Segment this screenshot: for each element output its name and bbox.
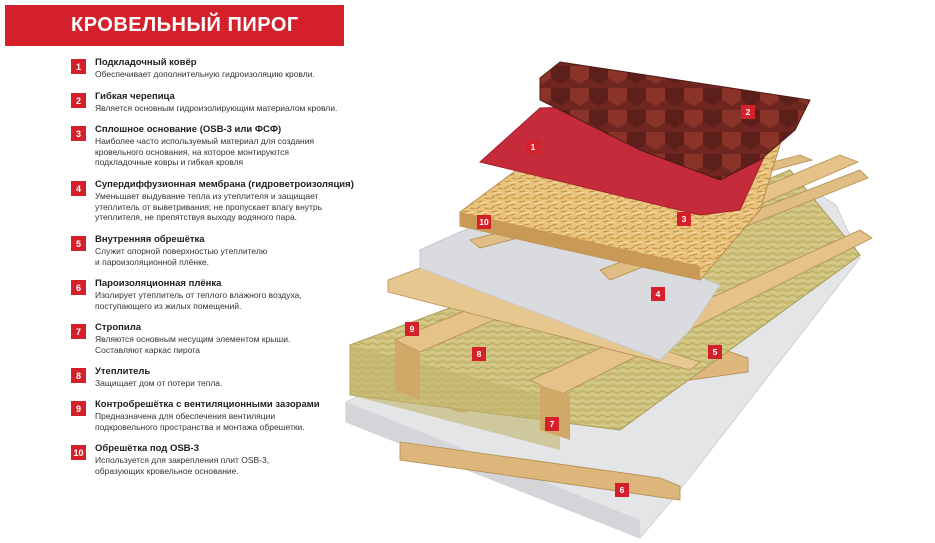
diagram-tag: 5 bbox=[708, 345, 722, 359]
number-badge: 10 bbox=[71, 445, 86, 460]
legend-desc: Уменьшает выдувание тепла из утеплителя … bbox=[95, 191, 323, 222]
legend-desc: Служит опорной поверхностью утеплителю и… bbox=[95, 246, 268, 267]
diagram-tag: 8 bbox=[472, 347, 486, 361]
legend-title: Внутренняя обрешётка bbox=[95, 234, 205, 245]
rafter bbox=[395, 340, 420, 400]
number-badge: 1 bbox=[71, 59, 86, 74]
legend-title: Утеплитель bbox=[95, 366, 151, 377]
legend-title: Супердиффузионная мембрана (гидроветроиз… bbox=[95, 179, 354, 190]
legend-title: Стропила bbox=[95, 322, 142, 333]
legend-title: Гибкая черепица bbox=[95, 91, 175, 102]
diagram-tag: 7 bbox=[545, 417, 559, 431]
number-badge: 6 bbox=[71, 280, 86, 295]
number-badge: 8 bbox=[71, 368, 86, 383]
legend-title: Сплошное основание (OSB-3 или ФСФ) bbox=[95, 124, 282, 135]
legend-title: Пароизоляционная плёнка bbox=[95, 278, 222, 289]
number-badge: 2 bbox=[71, 93, 86, 108]
flexible-shingles bbox=[539, 61, 811, 181]
inner-batten bbox=[399, 441, 681, 501]
legend-desc: Наиболее часто используемый материал для… bbox=[95, 136, 315, 167]
number-badge: 7 bbox=[71, 324, 86, 339]
number-badge: 3 bbox=[71, 126, 86, 141]
legend-desc: Используется для закрепления плит OSB-3,… bbox=[95, 455, 270, 476]
number-badge: 4 bbox=[71, 181, 86, 196]
diagram-tag: 2 bbox=[741, 105, 755, 119]
legend-desc: Обеспечивает дополнительную гидроизоляци… bbox=[95, 69, 315, 79]
legend-desc: Предназначена для обеспечения вентиляции… bbox=[95, 411, 305, 432]
number-badge: 9 bbox=[71, 401, 86, 416]
diagram-tag: 3 bbox=[677, 212, 691, 226]
number-badge: 5 bbox=[71, 236, 86, 251]
legend-desc: Являются основным несущим элементом крыш… bbox=[95, 334, 291, 355]
legend-title: Подкладочный ковёр bbox=[95, 57, 197, 68]
legend-title: Контробрешётка с вентиляционными зазорам… bbox=[95, 399, 320, 410]
legend-desc: Является основным гидроизолирующим матер… bbox=[95, 103, 338, 113]
legend-title: Обрешётка под OSB-3 bbox=[95, 443, 199, 454]
diagram-tag: 10 bbox=[477, 215, 491, 229]
page-title: КРОВЕЛЬНЫЙ ПИРОГ bbox=[5, 5, 344, 46]
diagram-tag: 4 bbox=[651, 287, 665, 301]
diagram-tag: 9 bbox=[405, 322, 419, 336]
legend-desc: Защищает дом от потери тепла. bbox=[95, 378, 223, 388]
diagram-tag: 1 bbox=[526, 140, 540, 154]
diagram-tag: 6 bbox=[615, 483, 629, 497]
legend-desc: Изолирует утеплитель от теплого влажного… bbox=[95, 290, 302, 311]
